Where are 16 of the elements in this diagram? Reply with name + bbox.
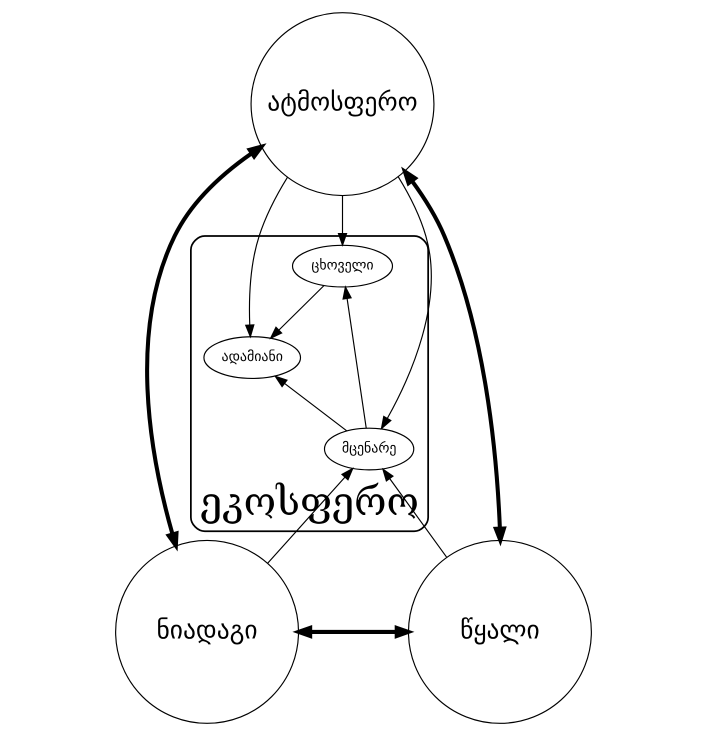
arrow (400, 166, 506, 546)
arrow (268, 285, 324, 340)
node-ellipse: მცენარე (323, 428, 414, 470)
arrow (380, 176, 432, 430)
node-circle: ნიადაგი (114, 540, 299, 724)
arrow (381, 468, 447, 558)
node-ellipse: ცხოველი (291, 244, 393, 288)
arrow (337, 196, 347, 247)
arrow (273, 375, 347, 432)
node-circle: წყალი (407, 540, 592, 724)
node-ellipse: ადამიანი (202, 336, 301, 379)
arrow (144, 143, 266, 552)
arrow (342, 285, 366, 428)
node-circle: ატმოსფერო (250, 12, 434, 196)
arrow (244, 177, 288, 338)
arrow (292, 625, 414, 639)
